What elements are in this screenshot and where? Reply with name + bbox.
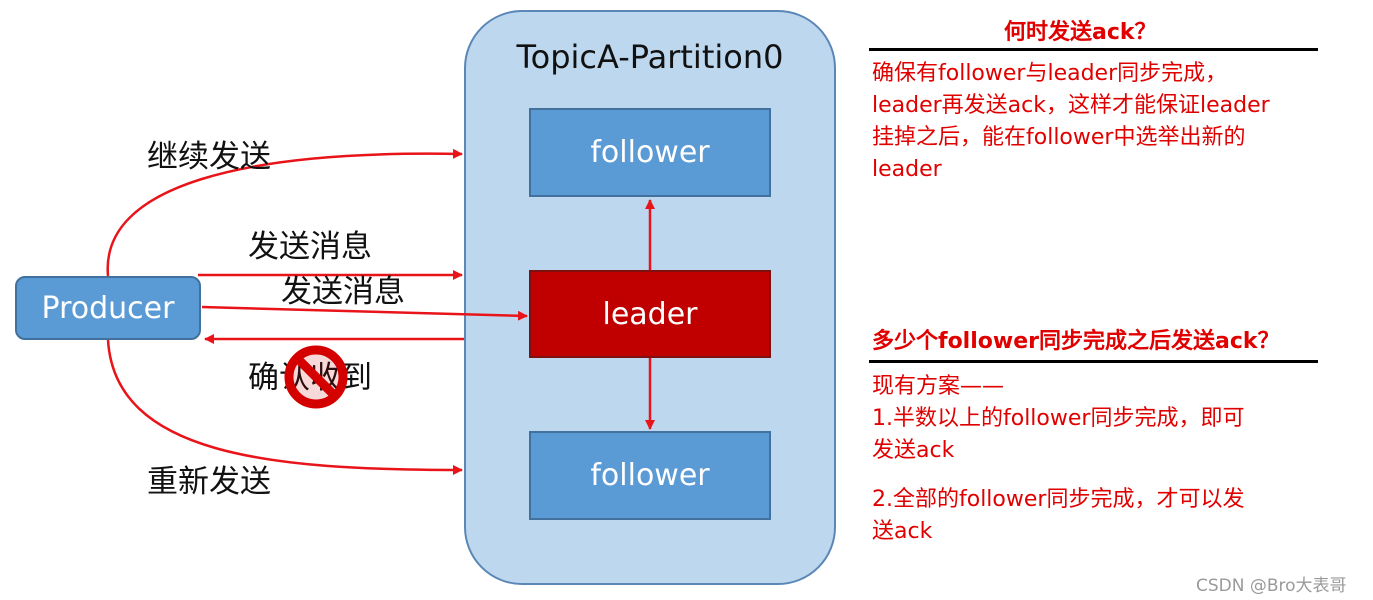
leader-node: leader	[529, 270, 771, 358]
q1-line: leader	[872, 157, 942, 182]
label-send-message-1: 发送消息	[248, 229, 372, 265]
send-message-arrow-2	[201, 305, 528, 321]
follower-node-bottom: follower	[529, 431, 771, 520]
prohibited-icon	[284, 345, 348, 409]
q1-line: 挂掉之后，能在follower中选举出新的	[872, 125, 1246, 150]
q2-line: 发送ack	[872, 438, 955, 463]
q2-title: 多少个follower同步完成之后发送ack？	[872, 329, 1280, 354]
resend-arrow	[106, 339, 463, 475]
watermark: CSDN @Bro大表哥	[1196, 576, 1347, 596]
q1-line: 确保有follower与leader同步完成，	[872, 61, 1228, 86]
q1-title: 何时发送ack？	[1004, 20, 1157, 45]
q2-divider	[869, 360, 1318, 363]
continue-send-arrow	[106, 148, 463, 277]
label-continue-send: 继续发送	[147, 139, 271, 175]
partition-title: TopicA-Partition0	[516, 38, 784, 76]
q2-body-a: 现有方案—— 1.半数以上的follower同步完成，即可 发送ack	[872, 371, 1244, 467]
label-resend: 重新发送	[147, 464, 271, 500]
producer-node: Producer	[15, 276, 201, 340]
q1-line: leader再发送ack，这样才能保证leader	[872, 93, 1270, 118]
q2-body-b: 2.全部的follower同步完成，才可以发 送ack	[872, 484, 1244, 548]
q2-line: 1.半数以上的follower同步完成，即可	[872, 406, 1245, 431]
q2-line: 送ack	[872, 519, 933, 544]
label-send-message-2: 发送消息	[281, 274, 405, 310]
q1-body: 确保有follower与leader同步完成， leader再发送ack，这样才…	[872, 58, 1270, 186]
q2-line: 现有方案——	[872, 374, 1005, 399]
q2-line: 2.全部的follower同步完成，才可以发	[872, 487, 1245, 512]
q1-divider	[869, 48, 1318, 51]
follower-node-top: follower	[529, 108, 771, 197]
